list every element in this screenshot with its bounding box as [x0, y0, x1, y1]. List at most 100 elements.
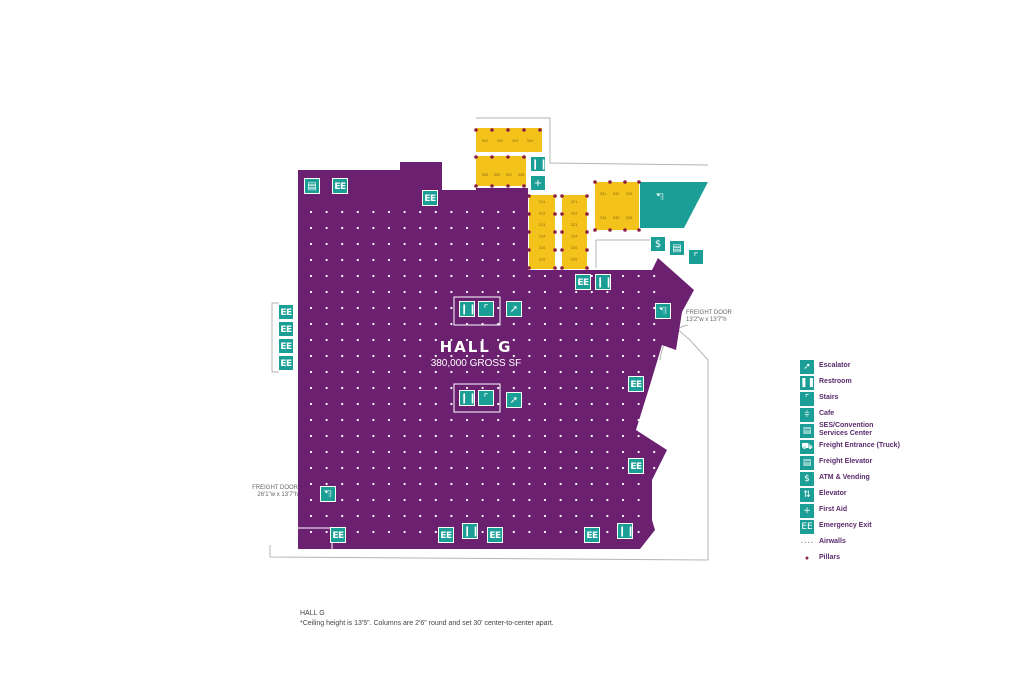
emergency-exit-icon[interactable]: EE [278, 355, 294, 371]
pillar-dot [403, 386, 406, 390]
pillar-dot [481, 466, 484, 470]
pillar-dot [512, 210, 515, 214]
restroom-icon[interactable]: ❙❙ [617, 523, 635, 539]
pillar-dot [481, 258, 484, 262]
room-number: 323 [571, 222, 578, 227]
pillar-dot [325, 418, 328, 422]
pillar-dot [341, 370, 344, 374]
pillar-dot [528, 306, 531, 310]
pillar-dot [419, 530, 422, 534]
emergency-exit-icon[interactable]: EE [278, 304, 294, 320]
pillar-dot [575, 354, 578, 358]
room-number: 306 [494, 172, 501, 177]
atm-icon: $ [800, 472, 814, 486]
restroom-icon[interactable]: ❙❙ [459, 390, 477, 406]
pillar-dot [356, 306, 359, 310]
truck-icon[interactable]: ⛠ [656, 192, 664, 203]
legend-label: Freight Elevator [819, 458, 873, 465]
pillar-dot [325, 466, 328, 470]
stairs-icon[interactable]: ⌜ [478, 390, 494, 406]
pillar-dot [590, 418, 593, 422]
pillar-dot [606, 354, 609, 358]
pillar-dot [403, 434, 406, 438]
freight-elevator-icon[interactable]: ▤ [669, 240, 685, 256]
pillar [593, 180, 597, 184]
pillar-dot [559, 354, 562, 358]
pillar [527, 194, 531, 198]
pillar-dot [309, 434, 313, 438]
pillar-dot [621, 418, 625, 422]
pillar-dot [356, 434, 359, 438]
pillar-dot [606, 498, 609, 502]
pillar-dot [559, 290, 562, 294]
legend-label: Elevator [819, 490, 847, 497]
stairs-icon: ⌜ [800, 392, 814, 406]
atm-icon[interactable]: $ [650, 236, 666, 252]
first-aid-icon[interactable]: + [530, 175, 546, 191]
pillar-dot [356, 322, 359, 326]
pillar-dot [606, 402, 609, 406]
pillar-dot [434, 226, 437, 230]
pillar [527, 266, 531, 270]
emergency-exit-icon[interactable]: EE [278, 338, 294, 354]
restroom-icon[interactable]: ❙❙ [459, 301, 477, 317]
escalator-icon[interactable]: ➚ [506, 392, 522, 408]
pillar [560, 230, 564, 234]
room-number: 333 [626, 191, 633, 196]
truck-icon[interactable]: ⛠ [655, 303, 671, 319]
pillar [560, 248, 564, 252]
pillar-dot [528, 466, 531, 470]
emergency-exit-icon[interactable]: EE [438, 527, 454, 543]
pillar-dot [590, 514, 593, 518]
pillar-dot [465, 338, 469, 342]
emergency-exit-icon[interactable]: EE [584, 527, 600, 543]
pillar-dot [543, 306, 547, 310]
room-block [476, 156, 526, 186]
restroom-icon[interactable]: ❙❙ [595, 274, 613, 290]
pillar-dot [325, 482, 328, 486]
feature-box-lower [453, 383, 501, 413]
pillar-dot [387, 226, 391, 230]
pillar-dot [621, 514, 625, 518]
pillar-dot [434, 210, 437, 214]
pillar [560, 212, 564, 216]
pillar-dot [419, 338, 422, 342]
pillar-dot [419, 242, 422, 246]
pillar-dot [356, 258, 359, 262]
pillar-dot [419, 354, 422, 358]
pillar-dot [419, 322, 422, 326]
pillar-dot [387, 402, 391, 406]
pillar-dot [497, 434, 500, 438]
emergency-exit-icon[interactable]: EE [422, 190, 438, 206]
pillar-dot [434, 290, 437, 294]
pillar-dot [325, 386, 328, 390]
pillar-dot [372, 386, 375, 390]
pillar-dot [341, 226, 344, 230]
pillar-dot [465, 370, 469, 374]
restroom-icon[interactable]: ❙❙ [462, 523, 480, 539]
emergency-exit-icon[interactable]: EE [575, 274, 591, 290]
pillar-dot [528, 482, 531, 486]
pillar-dot [637, 274, 640, 278]
escalator-icon[interactable]: ➚ [506, 301, 522, 317]
pillar-dot [559, 466, 562, 470]
emergency-exit-icon[interactable]: EE [330, 527, 346, 543]
restroom-icon[interactable]: ❙❙ [530, 156, 548, 172]
emergency-exit-icon[interactable]: EE [278, 321, 294, 337]
pillar-dot [450, 242, 453, 246]
emergency-exit-icon[interactable]: EE [332, 178, 348, 194]
pillar-dot [387, 418, 391, 422]
emergency-exit-icon[interactable]: EE [487, 527, 503, 543]
emergency-exit-icon[interactable]: EE [628, 376, 644, 392]
stairs-icon[interactable]: ⌜ [688, 249, 704, 265]
pillar-dot [481, 386, 484, 390]
freight-elevator-icon[interactable]: ▤ [304, 178, 320, 194]
pillar-dot [372, 482, 375, 486]
pillar-dot [356, 290, 359, 294]
pillar-dot [559, 306, 562, 310]
stairs-icon[interactable]: ⌜ [478, 301, 494, 317]
truck-icon[interactable]: ⛠ [320, 486, 336, 502]
pillar-dot [653, 338, 656, 342]
emergency-exit-icon[interactable]: EE [628, 458, 644, 474]
pillar-dot [309, 386, 313, 390]
